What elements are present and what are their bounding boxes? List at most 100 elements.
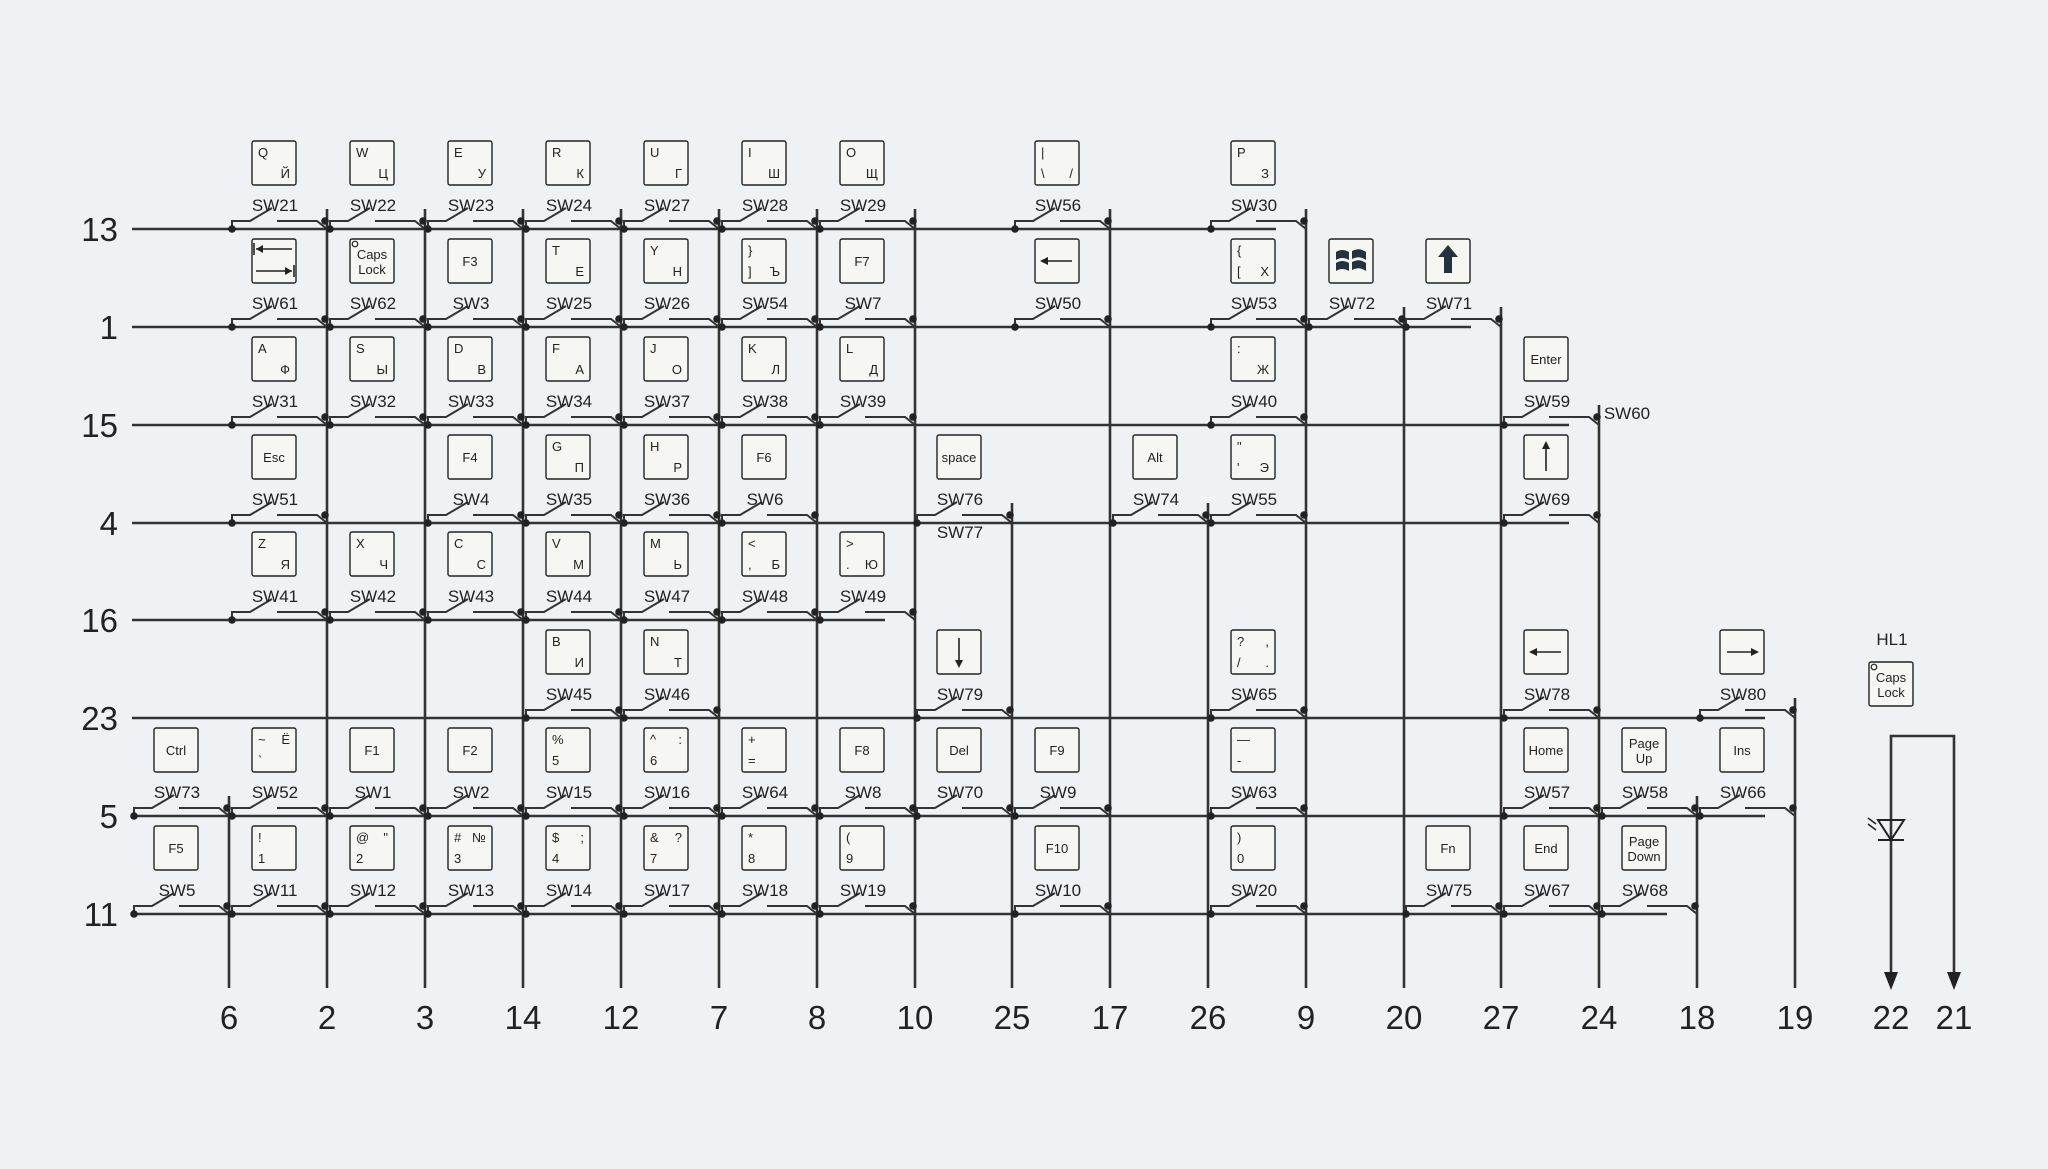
switch-sw57: SW57 bbox=[1500, 783, 1601, 820]
keycap-frame-sw4 bbox=[447, 434, 493, 480]
junction-row-sw49 bbox=[816, 616, 824, 624]
switch-sw21: SW21 bbox=[228, 196, 329, 233]
key-legend-sw7: F7 bbox=[854, 254, 869, 269]
keycap-frame-sw39 bbox=[839, 336, 885, 382]
keycap-frame-sw2 bbox=[447, 727, 493, 773]
switch-label-sw30: SW30 bbox=[1231, 196, 1277, 215]
keycap-sw12: @"2 bbox=[349, 825, 395, 871]
switch-contact-sw31 bbox=[231, 403, 328, 426]
switch-sw28: SW28 bbox=[718, 196, 819, 233]
switch-contact-sw51 bbox=[231, 501, 328, 524]
key-legend-tl-sw53: { bbox=[1237, 243, 1242, 258]
led-arrow-21-head bbox=[1947, 972, 1961, 990]
keycap-frame-sw29 bbox=[839, 140, 885, 186]
keycap-frame-sw13 bbox=[447, 825, 493, 871]
junction-col-sw66 bbox=[1789, 804, 1797, 812]
key-legend-sw6: F6 bbox=[756, 450, 771, 465]
keycap-sw29: OЩ bbox=[839, 140, 885, 186]
switch-contact-sw10 bbox=[1014, 892, 1111, 915]
keycap-sw64: += bbox=[741, 727, 787, 773]
switch-contact-sw42 bbox=[329, 598, 426, 621]
switch-contact-sw8 bbox=[819, 794, 916, 817]
switch-contact-sw64 bbox=[721, 794, 818, 817]
key-legend-tl-sw47: M bbox=[650, 536, 661, 551]
key-legend-tl-sw21: Q bbox=[258, 145, 268, 160]
keycap-frame-sw74 bbox=[1132, 434, 1178, 480]
switch-sw34: SW34 bbox=[522, 392, 623, 429]
switch-contact-sw67 bbox=[1503, 892, 1600, 915]
junction-col-sw54 bbox=[811, 315, 819, 323]
switch-label-sw65: SW65 bbox=[1231, 685, 1277, 704]
junction-col-sw19 bbox=[909, 902, 917, 910]
switch-sw53: SW53 bbox=[1207, 294, 1308, 331]
key-legend-br-sw56: / bbox=[1069, 166, 1073, 181]
key-legend-sw10: F10 bbox=[1046, 841, 1068, 856]
keycap-frame-sw36 bbox=[643, 434, 689, 480]
switch-label-sw52: SW52 bbox=[252, 783, 298, 802]
junction-col-sw55 bbox=[1300, 511, 1308, 519]
junction-row-sw70 bbox=[913, 812, 921, 820]
switch-contact-sw41 bbox=[231, 598, 328, 621]
junction-col-sw36 bbox=[713, 511, 721, 519]
shift-arrow-icon bbox=[1438, 245, 1458, 273]
keycap-sw8: F8 bbox=[839, 727, 885, 773]
junction-col-sw58 bbox=[1691, 804, 1699, 812]
key-legend-tr-sw16: : bbox=[678, 732, 682, 747]
keycap-frame-sw66 bbox=[1719, 727, 1765, 773]
junction-col-sw67 bbox=[1593, 902, 1601, 910]
junction-col-sw61 bbox=[321, 315, 329, 323]
key-legend-br-sw41: Я bbox=[281, 557, 290, 572]
junction-row-sw37 bbox=[620, 421, 628, 429]
junction-col-sw30 bbox=[1300, 217, 1308, 225]
switch-contact-sw63 bbox=[1210, 794, 1307, 817]
switch-label-sw57: SW57 bbox=[1524, 783, 1570, 802]
junction-col-sw51 bbox=[321, 511, 329, 519]
keycap-sw73: Ctrl bbox=[153, 727, 199, 773]
keycap-sw53: {[Х bbox=[1230, 238, 1276, 284]
switch-sw19: SW19 bbox=[816, 881, 917, 918]
junction-col-sw11 bbox=[321, 902, 329, 910]
key-legend-bl-sw54: ] bbox=[748, 264, 752, 279]
junction-row-sw3 bbox=[424, 323, 432, 331]
switch-contact-sw68 bbox=[1601, 892, 1698, 915]
switch-sw74: SW74 bbox=[1109, 490, 1210, 527]
key-legend-tl-sw11: ! bbox=[258, 830, 262, 845]
junction-row-sw10 bbox=[1011, 910, 1019, 918]
key-legend-bl-sw64: = bbox=[748, 753, 756, 768]
switch-label-sw46: SW46 bbox=[644, 685, 690, 704]
switch-sw66: SW66 bbox=[1696, 783, 1797, 820]
key-legend-br-sw33: В bbox=[477, 362, 486, 377]
key-legend-tl-sw45: B bbox=[552, 634, 561, 649]
keycap-frame-sw11 bbox=[251, 825, 297, 871]
switch-contact-sw66 bbox=[1699, 794, 1796, 817]
keycap-frame-sw23 bbox=[447, 140, 493, 186]
key-legend-tl-sw12: @ bbox=[356, 830, 369, 845]
switch-label-sw43: SW43 bbox=[448, 587, 494, 606]
switch-label-sw21: SW21 bbox=[252, 196, 298, 215]
keycap-sw16: ^:6 bbox=[643, 727, 689, 773]
switch-label-sw32: SW32 bbox=[350, 392, 396, 411]
keycap-sw7: F7 bbox=[839, 238, 885, 284]
key-legend-sw1: F1 bbox=[364, 743, 379, 758]
switch-label-sw62: SW62 bbox=[350, 294, 396, 313]
key-legend-line2-sw58: Up bbox=[1636, 751, 1653, 766]
key-legend-bl-sw53: [ bbox=[1237, 264, 1241, 279]
keycap-sw5: F5 bbox=[153, 825, 199, 871]
switch-label-sw22: SW22 bbox=[350, 196, 396, 215]
switch-sw51: SW51 bbox=[228, 490, 329, 527]
switch-sw10: SW10 bbox=[1011, 881, 1112, 918]
key-legend-sw4: F4 bbox=[462, 450, 477, 465]
junction-row-sw17 bbox=[620, 910, 628, 918]
key-legend-br-sw28: Ш bbox=[768, 166, 780, 181]
switch-contact-sw47 bbox=[623, 598, 720, 621]
key-legend-br-sw36: Р bbox=[673, 460, 682, 475]
column-label-26: 26 bbox=[1190, 999, 1227, 1036]
keycap-sw41: ZЯ bbox=[251, 531, 297, 577]
switch-label-sw41: SW41 bbox=[252, 587, 298, 606]
keycap-sw48: <,Б bbox=[741, 531, 787, 577]
key-legend-bl-sw48: , bbox=[748, 557, 752, 572]
switch-sw43: SW43 bbox=[424, 587, 525, 624]
key-legend-line1-sw68: Page bbox=[1629, 834, 1659, 849]
